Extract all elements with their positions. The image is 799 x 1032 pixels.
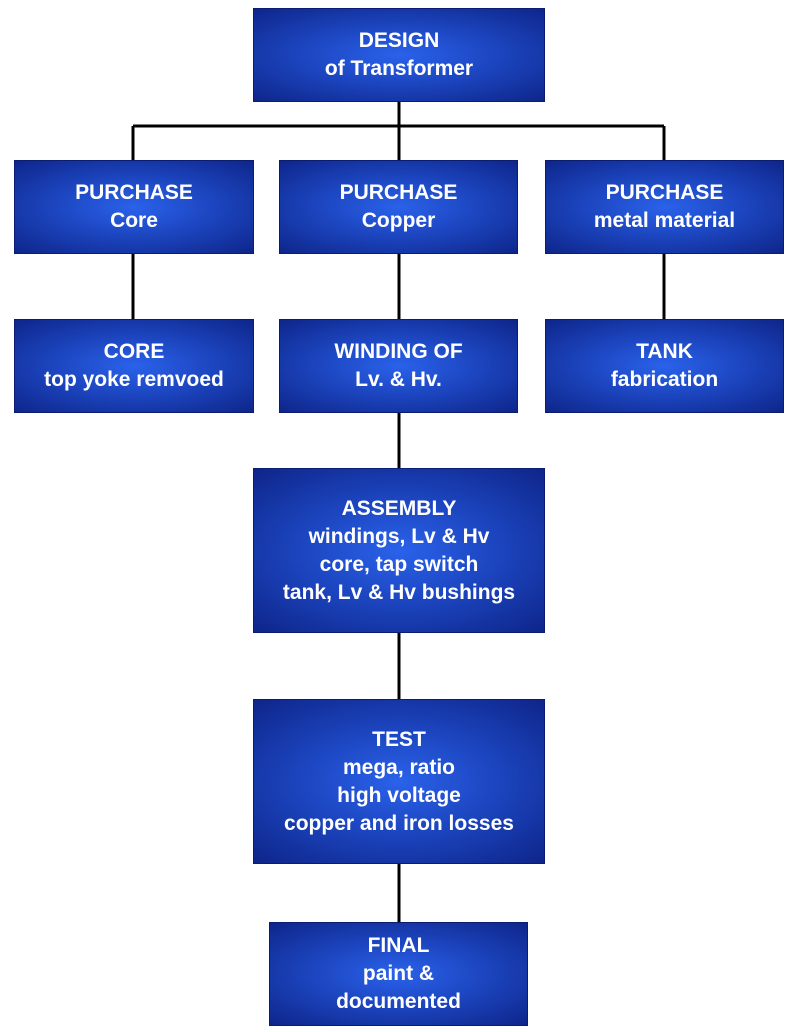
node-test-line-3: high voltage	[337, 783, 461, 807]
node-purchase-copper-line-1: PURCHASE	[339, 181, 458, 204]
node-final-line-1: FINAL	[367, 934, 430, 957]
node-purchase-metal-line-1: PURCHASE	[605, 181, 724, 204]
node-tank-line-1: TANK	[636, 340, 693, 363]
node-test: TEST mega, ratio high voltage copper and…	[253, 699, 545, 864]
node-test-line-2: mega, ratio	[342, 755, 456, 779]
node-design-line-2: of Transformer	[324, 57, 474, 80]
node-winding-line-1: WINDING OF	[334, 340, 463, 363]
node-assembly-line-3: core, tap switch	[319, 552, 479, 576]
node-core-line-2: top yoke remvoed	[44, 368, 224, 391]
node-purchase-core-line-1: PURCHASE	[75, 181, 193, 204]
node-core-line-1: CORE	[103, 340, 165, 363]
node-final-line-2: paint &	[362, 962, 435, 985]
node-assembly-line-1: ASSEMBLY	[341, 496, 457, 520]
node-core: CORE top yoke remvoed	[14, 319, 254, 413]
node-final-line-3: documented	[336, 990, 461, 1013]
node-winding-line-2: Lv. & Hv.	[355, 368, 442, 391]
node-winding: WINDING OF Lv. & Hv.	[279, 319, 518, 413]
node-purchase-copper: PURCHASE Copper	[279, 160, 518, 254]
node-test-line-4: copper and iron losses	[284, 811, 514, 835]
node-final: FINAL paint & documented	[269, 922, 528, 1026]
node-purchase-core: PURCHASE Core	[14, 160, 254, 254]
node-purchase-metal-line-2: metal material	[593, 209, 736, 232]
node-purchase-core-line-2: Core	[110, 209, 158, 232]
node-assembly-line-4: tank, Lv & Hv bushings	[282, 580, 516, 604]
node-design: DESIGN of Transformer	[253, 8, 545, 102]
node-tank: TANK fabrication	[545, 319, 784, 413]
node-assembly: ASSEMBLY windings, Lv & Hv core, tap swi…	[253, 468, 545, 633]
node-test-line-1: TEST	[372, 727, 426, 751]
node-design-line-1: DESIGN	[358, 29, 440, 52]
node-purchase-copper-line-2: Copper	[361, 209, 436, 232]
node-tank-line-2: fabrication	[610, 368, 719, 391]
node-assembly-line-2: windings, Lv & Hv	[308, 524, 490, 548]
node-purchase-metal: PURCHASE metal material	[545, 160, 784, 254]
